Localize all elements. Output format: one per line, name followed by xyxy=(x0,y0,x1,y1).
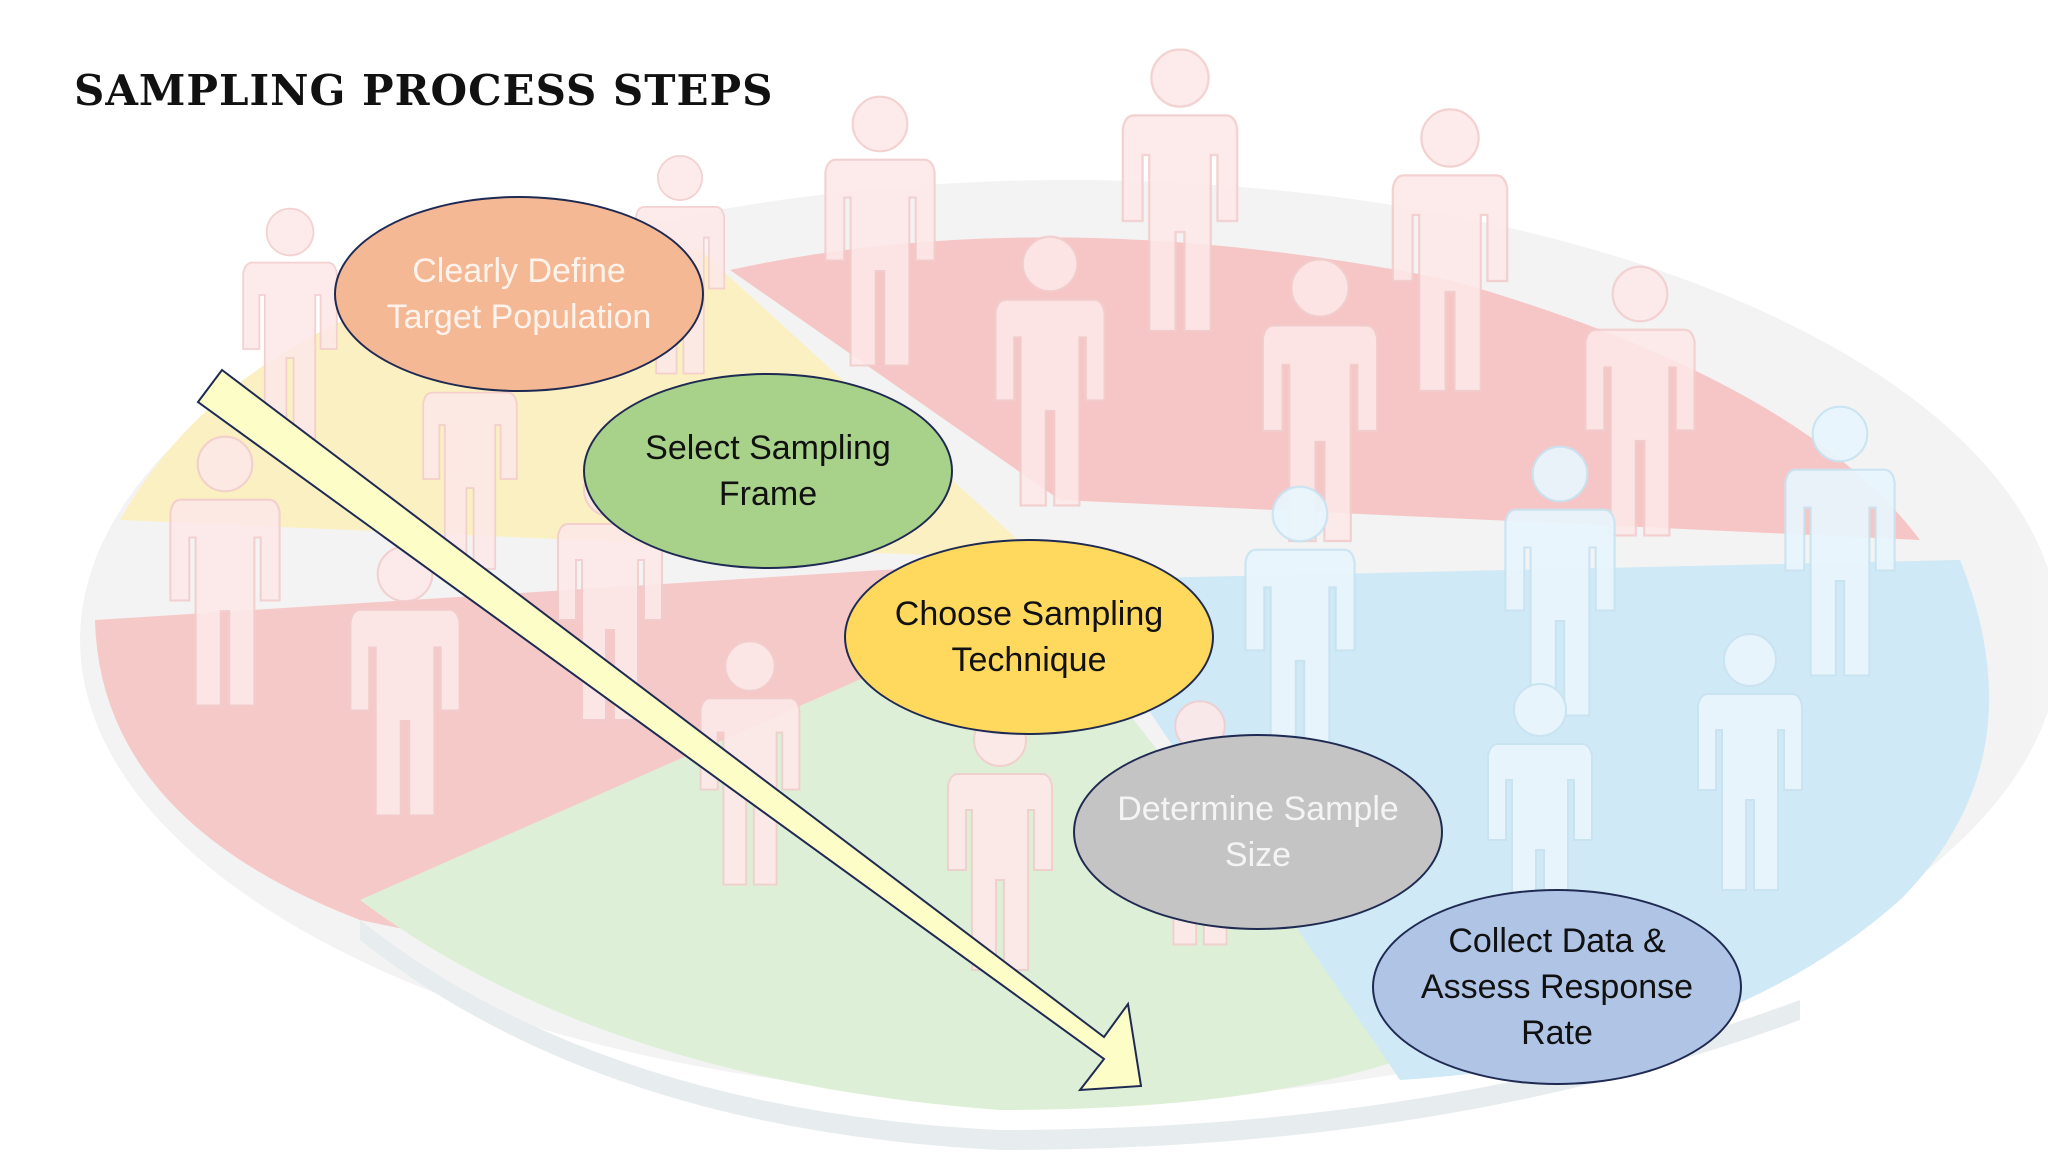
step-label: Determine Sample Size xyxy=(1117,790,1399,874)
step-label: Select Sampling Frame xyxy=(645,429,891,513)
step-collect-data-assess-response-rate: Collect Data & Assess Response Rate xyxy=(1372,889,1742,1085)
step-label: Choose Sampling Technique xyxy=(894,595,1164,679)
step-label: Collect Data & Assess Response Rate xyxy=(1420,922,1694,1052)
step-determine-sample-size: Determine Sample Size xyxy=(1073,734,1443,930)
step-define-target-population: Clearly Define Target Population xyxy=(334,196,704,392)
step-label: Clearly Define Target Population xyxy=(386,252,652,336)
step-select-sampling-frame: Select Sampling Frame xyxy=(583,373,953,569)
arrow-shape xyxy=(196,368,1143,1092)
step-choose-sampling-technique: Choose Sampling Technique xyxy=(844,539,1214,735)
slide-title: SAMPLING PROCESS STEPS xyxy=(74,66,774,115)
